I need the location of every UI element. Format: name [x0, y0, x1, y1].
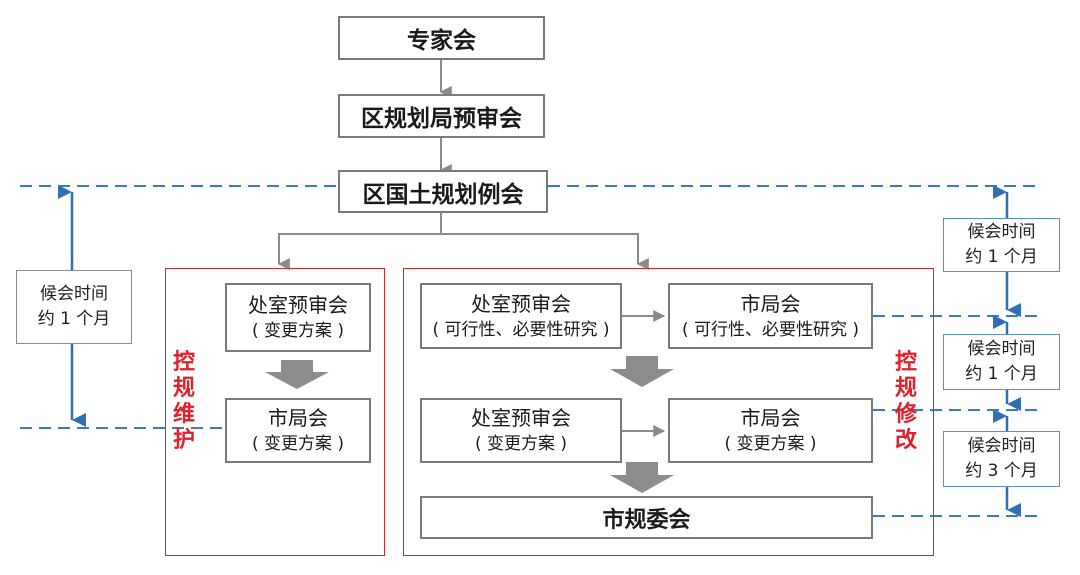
box-subtitle: ( 变更方案 ) — [474, 434, 568, 454]
maintenance-office-pre-review-box: 处室预审会 ( 变更方案 ) — [225, 283, 371, 352]
wait-time-right-2: 候会时间 约 1 个月 — [943, 334, 1060, 390]
box-title: 处室预审会 — [471, 291, 571, 316]
revision-label-char: 修 — [894, 402, 917, 427]
revision-frame — [403, 268, 934, 556]
maintenance-label-char: 护 — [172, 428, 195, 453]
box-subtitle: ( 变更方案 ) — [251, 321, 345, 341]
revision-city-bureau-plan-box: 市局会 ( 变更方案 ) — [668, 398, 873, 463]
maintenance-frame — [165, 268, 385, 556]
expert-meeting-label: 专家会 — [407, 28, 476, 54]
district-land-meeting-box: 区国土规划例会 — [338, 170, 548, 213]
wait-time-caption: 候会时间 — [967, 436, 1036, 456]
revision-office-pre-review-study-box: 处室预审会 ( 可行性、必要性研究 ) — [420, 283, 622, 349]
wait-time-duration: 约 1 个月 — [37, 309, 111, 329]
maintenance-label-char: 维 — [172, 402, 195, 427]
maintenance-label: 控 规 维 护 — [171, 350, 197, 454]
wait-time-right-3: 候会时间 约 3 个月 — [943, 431, 1060, 487]
wait-time-left: 候会时间 约 1 个月 — [16, 270, 132, 344]
flow-arrows — [277, 60, 666, 437]
wait-time-caption: 候会时间 — [967, 339, 1036, 359]
maintenance-label-char: 规 — [172, 376, 195, 401]
expert-meeting-box: 专家会 — [338, 16, 545, 60]
block-arrows — [265, 356, 674, 493]
revision-label-char: 改 — [894, 428, 917, 453]
maintenance-label-char: 控 — [172, 350, 195, 375]
wait-time-caption: 候会时间 — [967, 222, 1036, 242]
box-title: 市局会 — [740, 406, 801, 430]
revision-label-char: 控 — [894, 350, 917, 375]
revision-label: 控 规 修 改 — [893, 350, 919, 454]
wait-time-duration: 约 3 个月 — [965, 461, 1038, 481]
district-pre-review-box: 区规划局预审会 — [338, 94, 545, 138]
revision-label-char: 规 — [894, 376, 917, 401]
revision-office-pre-review-plan-box: 处室预审会 ( 变更方案 ) — [420, 398, 622, 463]
wait-time-duration: 约 1 个月 — [965, 364, 1038, 384]
box-subtitle: ( 变更方案 ) — [251, 434, 345, 454]
maintenance-city-bureau-box: 市局会 ( 变更方案 ) — [225, 398, 371, 463]
box-title: 市局会 — [740, 291, 801, 316]
wait-time-caption: 候会时间 — [40, 284, 108, 304]
city-planning-committee-label: 市规委会 — [602, 507, 691, 533]
box-title: 市局会 — [268, 406, 328, 430]
district-land-meeting-label: 区国土规划例会 — [362, 181, 524, 208]
box-title: 处室预审会 — [471, 406, 571, 430]
revision-city-bureau-study-box: 市局会 ( 可行性、必要性研究 ) — [668, 283, 873, 349]
wait-time-duration: 约 1 个月 — [965, 247, 1038, 267]
city-planning-committee-box: 市规委会 — [420, 496, 873, 539]
box-subtitle: ( 可行性、必要性研究 ) — [681, 319, 860, 340]
box-subtitle: ( 变更方案 ) — [724, 434, 817, 454]
wait-time-right-1: 候会时间 约 1 个月 — [943, 218, 1060, 272]
district-pre-review-label: 区规划局预审会 — [361, 106, 522, 132]
box-title: 处室预审会 — [248, 293, 348, 317]
box-subtitle: ( 可行性、必要性研究 ) — [432, 319, 610, 340]
